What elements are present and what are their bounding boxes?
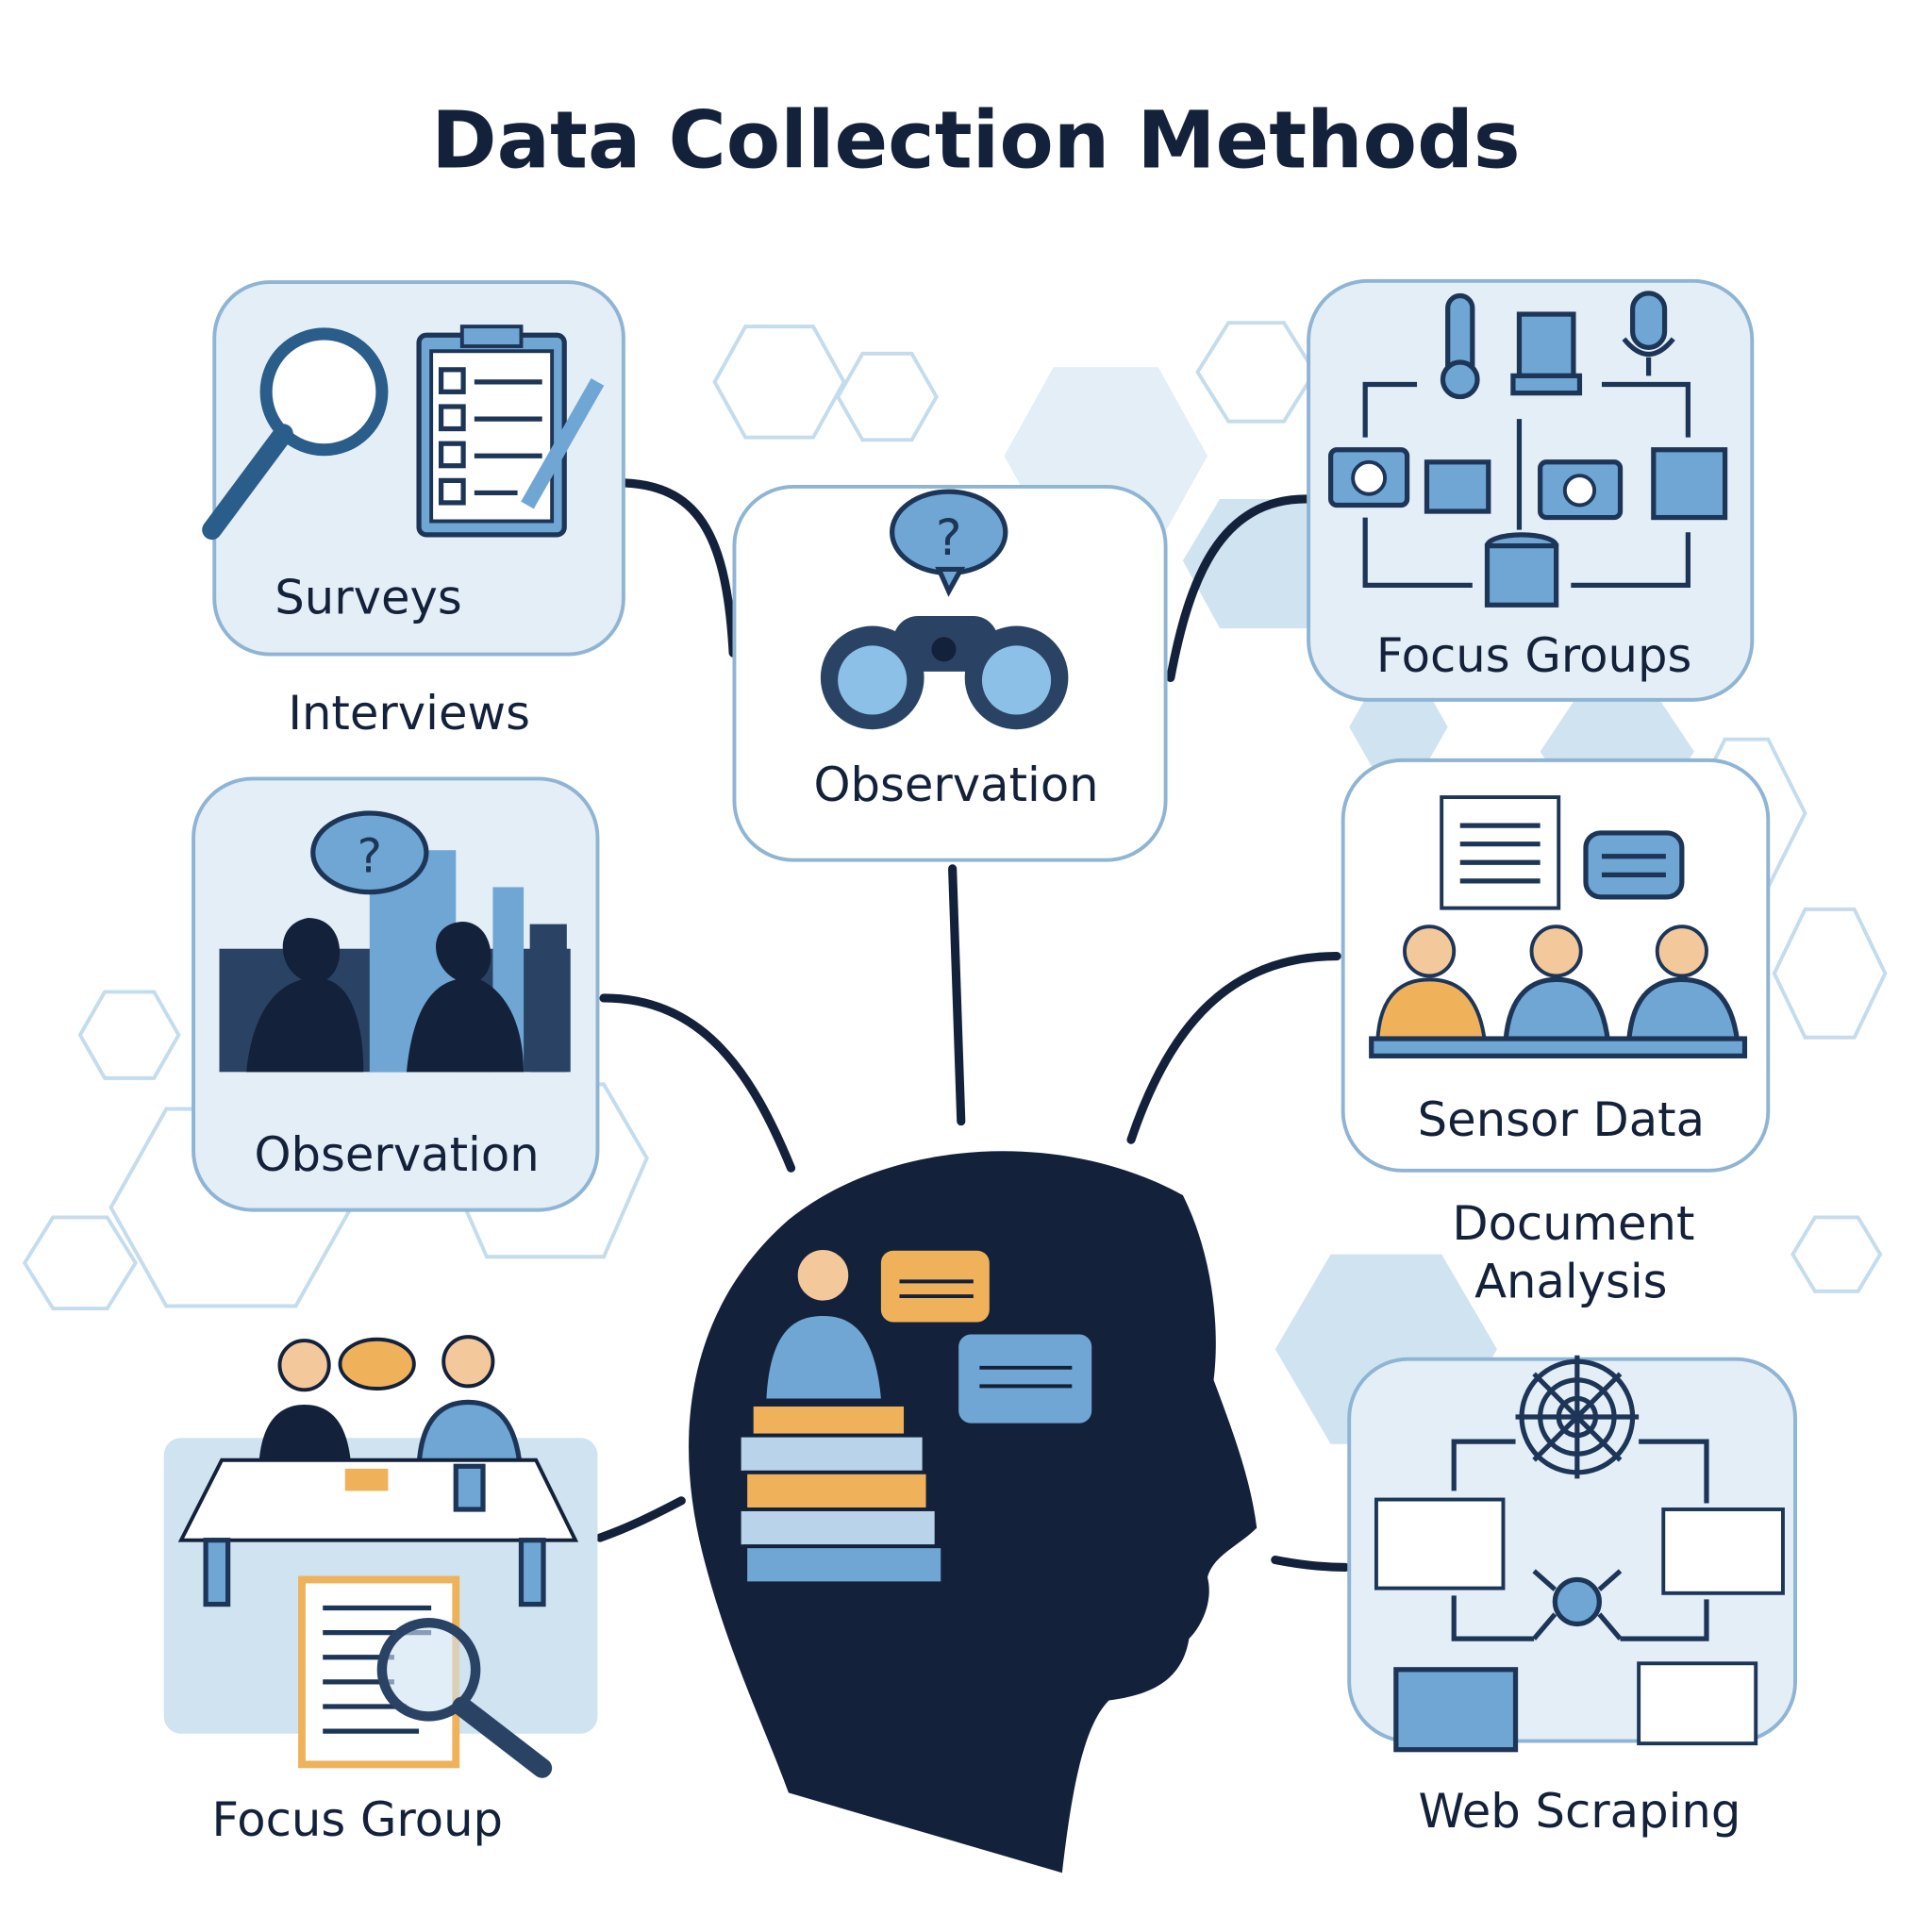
magnifier-icon: [202, 327, 389, 541]
label-document-analysis-line2: Analysis: [1474, 1254, 1667, 1308]
binoculars-icon: [820, 616, 1069, 730]
card-label: Observation: [813, 758, 1098, 812]
card-surveys[interactable]: Surveys: [202, 280, 625, 657]
connectors: [595, 478, 1350, 1572]
head-silhouette-icon: [689, 1151, 1257, 1874]
sensor-network-icon: [1328, 291, 1728, 608]
question-bubble-icon: ?: [890, 489, 1008, 597]
group-discussion-icon: [1369, 795, 1748, 1058]
card-focus-group[interactable]: Focus Group: [163, 1335, 598, 1847]
card-label: Observation: [254, 1127, 539, 1182]
reader-icon: [737, 1246, 945, 1586]
card-observation-left[interactable]: ? Observation: [192, 776, 600, 1212]
card-web-scraping[interactable]: Web Scraping: [1347, 1355, 1797, 1839]
card-label: Sensor Data: [1418, 1092, 1705, 1147]
card-label: Surveys: [275, 570, 461, 625]
card-label: Focus Group: [211, 1792, 503, 1847]
page-title: Data Collection Methods: [431, 94, 1520, 187]
web-crawler-icon: [1374, 1355, 1785, 1753]
svg-text:?: ?: [936, 510, 962, 567]
meeting-table-icon: [177, 1335, 579, 1607]
document-magnifier-icon: [298, 1575, 553, 1778]
card-label: Focus Groups: [1376, 628, 1691, 683]
card-sensor-data[interactable]: Sensor Data: [1341, 758, 1771, 1173]
interview-city-icon: ?: [219, 810, 571, 1073]
card-label: Web Scraping: [1419, 1784, 1741, 1839]
svg-text:?: ?: [358, 829, 382, 884]
label-document-analysis-line1: Document: [1452, 1196, 1694, 1251]
card-observation-center[interactable]: ? Observation: [732, 484, 1168, 862]
label-interviews: Interviews: [288, 686, 530, 741]
clipboard-icon: [416, 325, 605, 538]
card-focus-groups[interactable]: Focus Groups: [1307, 278, 1755, 702]
